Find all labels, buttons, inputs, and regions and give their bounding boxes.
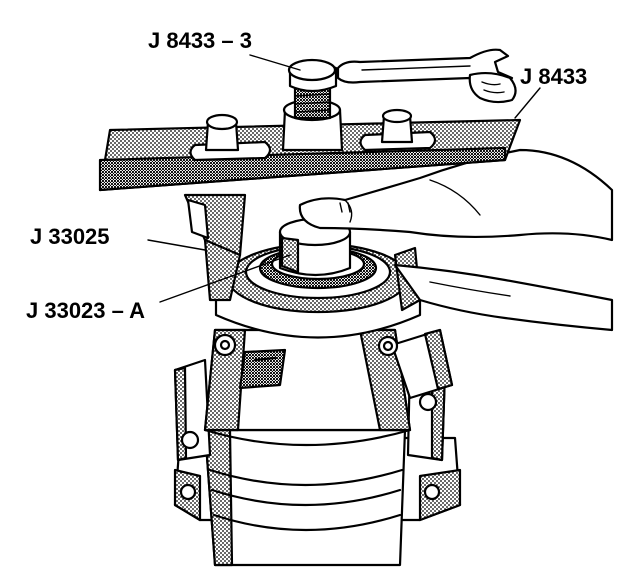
compressor-body (173, 328, 462, 567)
wrench (336, 48, 517, 104)
leader-adapter (159, 254, 291, 303)
leader-remover-screw (249, 54, 301, 71)
label-bracket: J 33025 (30, 224, 110, 249)
leader-bracket (147, 239, 206, 251)
label-remover-screw: J 8433 – 3 (148, 28, 252, 53)
leader-lines (147, 54, 541, 303)
bracket-leg (183, 193, 422, 312)
hand-upper (298, 148, 614, 242)
forcing-screw (281, 58, 344, 152)
clutch-hub-assembly (214, 217, 422, 339)
leader-puller-bar (514, 87, 541, 119)
label-puller-bar: J 8433 (520, 64, 588, 89)
label-adapter: J 33023 – A (26, 298, 146, 323)
puller-bar (98, 108, 522, 192)
hand-lower (393, 263, 614, 332)
